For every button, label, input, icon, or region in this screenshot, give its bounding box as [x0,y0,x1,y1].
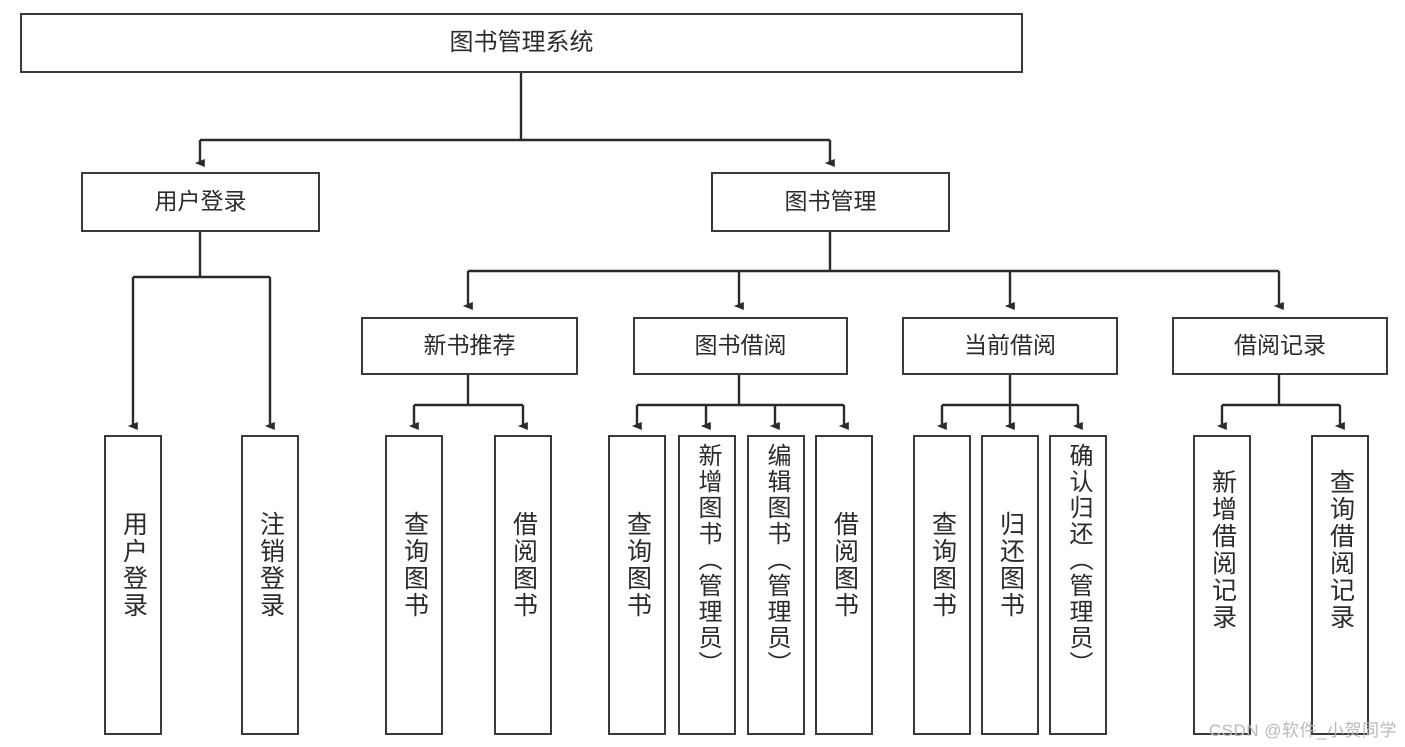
leaf-user-login-login[interactable]: 用户登录 [104,435,162,735]
node-label: 借阅记录 [1234,332,1326,359]
watermark-csdn: CSDN @软件_小贺同学 [1208,721,1397,740]
node-root-book-management-system[interactable]: 图书管理系统 [20,13,1023,73]
node-label: 查询图书 [928,511,957,619]
leaf-borrow-record-add-record[interactable]: 新增借阅记录 [1193,435,1251,735]
node-label: 借阅图书 [830,511,859,619]
node-label: 编辑图书（管理员） [763,443,790,677]
leaf-current-borrow-confirm-return-admin[interactable]: 确认归还（管理员） [1049,435,1107,735]
node-new-book-recommend[interactable]: 新书推荐 [361,317,578,375]
node-book-management[interactable]: 图书管理 [711,172,950,232]
node-label: 查询借阅记录 [1326,469,1355,631]
leaf-new-book-borrow-book[interactable]: 借阅图书 [494,435,552,735]
node-label: 借阅图书 [509,511,538,619]
node-label: 注销登录 [256,511,285,619]
node-current-borrow[interactable]: 当前借阅 [902,317,1118,375]
node-label: 用户登录 [119,511,148,619]
leaf-new-book-query-book[interactable]: 查询图书 [385,435,443,735]
node-label: 图书管理系统 [449,28,594,56]
node-label: 查询图书 [400,511,429,619]
leaf-book-borrow-edit-book-admin[interactable]: 编辑图书（管理员） [747,435,805,735]
node-borrow-record[interactable]: 借阅记录 [1172,317,1388,375]
leaf-borrow-record-query-record[interactable]: 查询借阅记录 [1311,435,1369,735]
leaf-book-borrow-query-book[interactable]: 查询图书 [608,435,666,735]
node-label: 新增图书（管理员） [694,443,721,677]
leaf-current-borrow-query-book[interactable]: 查询图书 [913,435,971,735]
node-label: 归还图书 [996,511,1025,619]
node-label: 新增借阅记录 [1208,469,1237,631]
node-user-login[interactable]: 用户登录 [81,172,320,232]
node-label: 新书推荐 [423,332,516,359]
node-book-borrow[interactable]: 图书借阅 [633,317,848,375]
node-label: 查询图书 [623,511,652,619]
leaf-book-borrow-borrow-book[interactable]: 借阅图书 [815,435,873,735]
node-label: 图书管理 [784,188,877,215]
node-label: 图书借阅 [694,332,787,359]
node-label: 用户登录 [154,188,247,215]
leaf-book-borrow-add-book-admin[interactable]: 新增图书（管理员） [678,435,736,735]
node-label: 确认归还（管理员） [1065,443,1092,677]
leaf-current-borrow-return-book[interactable]: 归还图书 [981,435,1039,735]
node-label: 当前借阅 [964,332,1056,359]
leaf-user-login-logout[interactable]: 注销登录 [241,435,299,735]
